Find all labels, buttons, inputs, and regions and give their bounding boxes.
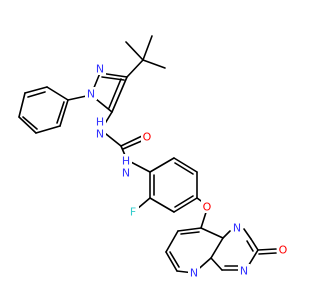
atom-labels: N N H N O H N F O N [85,62,289,280]
bond [56,101,65,124]
bond [46,86,69,101]
bond [59,99,69,127]
atom-o: O [277,243,289,257]
bond [122,139,145,150]
svg-text:N: N [190,267,198,280]
svg-text:N: N [96,63,104,76]
svg-text:N: N [96,128,104,141]
bond [18,116,37,134]
bond [174,195,194,208]
bond [165,251,178,272]
bonds [18,35,277,274]
bond [200,227,224,239]
bond [120,135,143,147]
svg-text:H: H [96,116,104,129]
bond [142,59,166,69]
bond [18,92,26,118]
bond [177,227,202,232]
svg-text:O: O [143,131,152,144]
svg-text:F: F [130,206,136,219]
bond [165,230,179,253]
svg-text:N: N [122,167,130,180]
atom-n: N [94,62,106,76]
bond [136,197,151,210]
atom-n: N [188,266,200,280]
atom-f: F [127,205,139,219]
bond [142,35,153,61]
bond [111,76,128,113]
bond [243,228,252,240]
bond [169,251,180,268]
atom-o: O [201,200,213,214]
svg-text:N: N [240,265,248,278]
bond [27,91,46,98]
svg-text:O: O [203,201,212,214]
bond [149,197,175,213]
bond [246,240,254,252]
atom-n: N [85,87,97,101]
bond [108,78,122,109]
svg-text:N: N [87,88,95,101]
atom-nh: H N [94,116,106,142]
svg-text:N: N [233,222,241,235]
bond [35,125,61,134]
bond [257,248,277,251]
atom-n: N [231,221,243,235]
bond [126,59,144,78]
bond [22,116,38,130]
atom-n: N [238,264,250,278]
bond [210,257,223,271]
atom-o: O [141,130,153,144]
bond [24,86,48,94]
bond [149,157,175,173]
bond [258,252,277,255]
bond [125,41,144,61]
svg-text:H: H [122,155,130,168]
bond [210,237,224,259]
bond [173,157,198,173]
svg-text:O: O [279,244,288,257]
bond [173,197,198,213]
bond [180,231,200,235]
bond [222,230,231,239]
bond [174,162,194,175]
bond [250,238,259,251]
molecule-diagram: N N H N O H N F O N [18,35,289,280]
structure-canvas: N N H N O H N F O N [18,35,289,280]
atom-nh: H N [120,154,132,180]
